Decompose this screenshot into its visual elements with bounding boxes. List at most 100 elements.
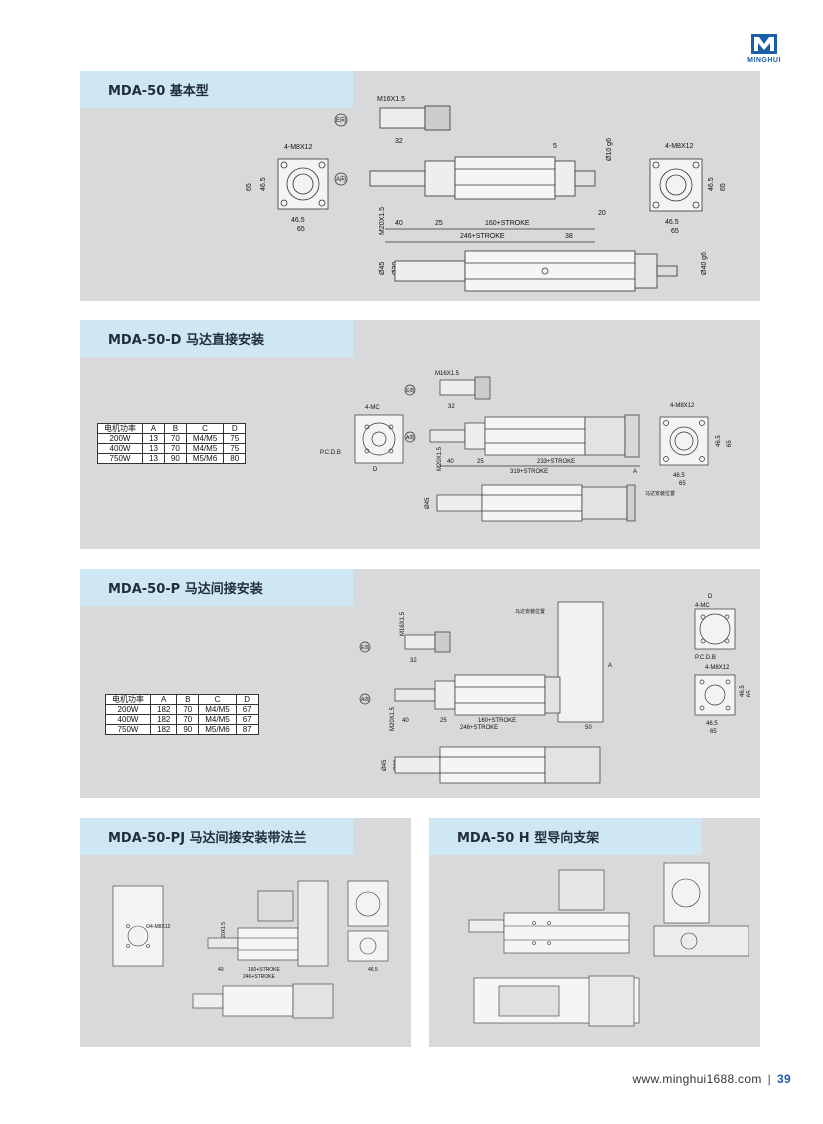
flange-drawing: 4-M8X12 M20X1.5 40 160+STROKE 246+STROKE… (98, 876, 398, 1041)
rod-thread-label: M20X1.5 (379, 207, 386, 235)
table-cell: 400W (105, 714, 151, 725)
logo-text: MINGHUI (747, 57, 781, 64)
stroke160-label: 160+STROKE (485, 220, 530, 227)
table-row: 400W 13 70 M4/M5 75 (97, 443, 247, 454)
h465-label: 46.5 (740, 685, 746, 697)
section-guide: MDA-50 H 型导向支架 (429, 818, 760, 1047)
w465-label: 46.5 (673, 473, 685, 479)
stroke246-label: 246+STROKE (460, 725, 498, 731)
stroke160-label: 160+STROKE (478, 718, 516, 724)
holes-label: 4-M8X12 (150, 924, 171, 930)
table-cell: 70 (176, 704, 200, 715)
rod-thread-label: M20X1.5 (390, 706, 396, 731)
d45-label: Ø45 (382, 759, 388, 771)
stroke246-label: 246+STROKE (243, 974, 275, 980)
view-a-label: A向 (361, 696, 369, 703)
table-cell: 750W (105, 724, 151, 735)
w40-label: 40 (395, 220, 403, 227)
table-cell: 90 (176, 724, 200, 735)
view-e-label: E向 (361, 644, 369, 651)
holes-label: 4-M8X12 (705, 665, 730, 671)
rod-thread-label: M20X1.5 (437, 446, 443, 471)
w40-label: 40 (218, 967, 224, 973)
w65-label: 65 (679, 481, 686, 487)
d10-label: Ø10 g6 (606, 138, 613, 161)
table-cell: 67 (235, 704, 259, 715)
view-e-label: E向 (406, 387, 414, 394)
table-cell: M4/M5 (185, 433, 225, 444)
table-header: C (185, 423, 225, 434)
w20-label: 20 (598, 210, 606, 217)
brand-logo: MINGHUI (744, 32, 784, 64)
w50-label: 50 (585, 725, 592, 731)
section-title: MDA-50-PJ 马达间接安装带法兰 (80, 818, 353, 855)
table-cell: 75 (223, 443, 247, 454)
rod-thread-label: M20X1.5 (221, 922, 227, 942)
w65-label: 65 (710, 729, 717, 735)
table-header-row: 电机功率 A B C D (105, 694, 259, 705)
h465-label: 46.5 (260, 177, 267, 191)
w38-label: 38 (565, 233, 573, 240)
side-w-label: 32 (410, 658, 417, 664)
table-header: D (223, 423, 247, 434)
w40-label: 40 (402, 718, 409, 724)
thread-label: M16X1.5 (435, 371, 460, 377)
thread-label: M16X1.5 (377, 96, 405, 103)
side-w-label: 32 (395, 138, 403, 145)
guide-drawing (459, 858, 749, 1043)
mc-label: 4-MC (365, 405, 380, 411)
table-cell: 90 (163, 453, 187, 464)
w465-right-label: 46.5 (665, 219, 679, 226)
direct-drawing: E向 M16X1.5 32 4-MC P.C.D.B D A向 M20X1.5 … (315, 365, 755, 545)
table-cell: M4/M5 (198, 714, 237, 725)
h65-label: 65 (727, 440, 733, 447)
h465-label: 46.5 (716, 435, 722, 447)
stroke246-label: 246+STROKE (460, 233, 505, 240)
pcd-label: P.C.D.B (695, 655, 716, 661)
w40-label: 40 (447, 459, 454, 465)
table-cell: 80 (223, 453, 247, 464)
table-cell: 75 (223, 433, 247, 444)
table-cell: 70 (176, 714, 200, 725)
table-cell: M5/M6 (198, 724, 237, 735)
table-header-row: 电机功率 A B C D (97, 423, 247, 434)
table-cell: 13 (142, 433, 165, 444)
page-number: 39 (777, 1072, 791, 1086)
motor-note-label: 马达安装位置 (645, 490, 675, 497)
table-cell: 182 (149, 704, 178, 715)
minghui-logo-icon (751, 34, 777, 54)
table-header: D (235, 694, 259, 705)
table-header: B (176, 694, 200, 705)
w465-label: 46.5 (291, 217, 305, 224)
section-flange: MDA-50-PJ 马达间接安装带法兰 4-M8X12 M20X1.5 40 1… (80, 818, 411, 1047)
table-row: 200W 182 70 M4/M5 67 (105, 704, 259, 715)
section-direct: MDA-50-D 马达直接安装 电机功率 A B C D 200W 13 70 … (80, 320, 760, 549)
d40-label: Ø40 g6 (701, 252, 708, 275)
w5-label: 5 (553, 143, 557, 150)
w465-label: 46.5 (368, 967, 378, 973)
table-cell: M4/M5 (198, 704, 237, 715)
w25-label: 25 (477, 459, 484, 465)
table-cell: 70 (163, 433, 187, 444)
parallel-drawing: E向 M16X1.5 32 A向 A 马达安装位置 M20X1.5 40 25 … (350, 587, 750, 792)
table-row: 400W 182 70 M4/M5 67 (105, 714, 259, 725)
d-label: D (708, 594, 713, 600)
table-header: 电机功率 (105, 694, 151, 705)
section-title: MDA-50-D 马达直接安装 (80, 320, 353, 357)
table-row: 750W 182 90 M5/M6 87 (105, 724, 259, 735)
holes-label: 4-M8X12 (670, 403, 695, 409)
view-a-label: A向 (336, 175, 346, 183)
table-cell: 13 (142, 453, 165, 464)
table-cell: 750W (97, 453, 143, 464)
stroke319-label: 319+STROKE (510, 469, 548, 475)
table-cell: 13 (142, 443, 165, 454)
w25-label: 25 (440, 718, 447, 724)
footer-separator: | (767, 1072, 772, 1086)
w25-label: 25 (435, 220, 443, 227)
table-cell: 200W (97, 433, 143, 444)
section-title: MDA-50-P 马达间接安装 (80, 569, 353, 606)
footer-url[interactable]: www.minghui1688.com (632, 1072, 762, 1086)
mc-label: 4-MC (695, 603, 710, 609)
d45-label: Ø45 (425, 497, 431, 509)
basic-drawing: E向 M16X1.5 32 4-M8X12 65 46.5 46.5 65 A向… (235, 91, 755, 296)
